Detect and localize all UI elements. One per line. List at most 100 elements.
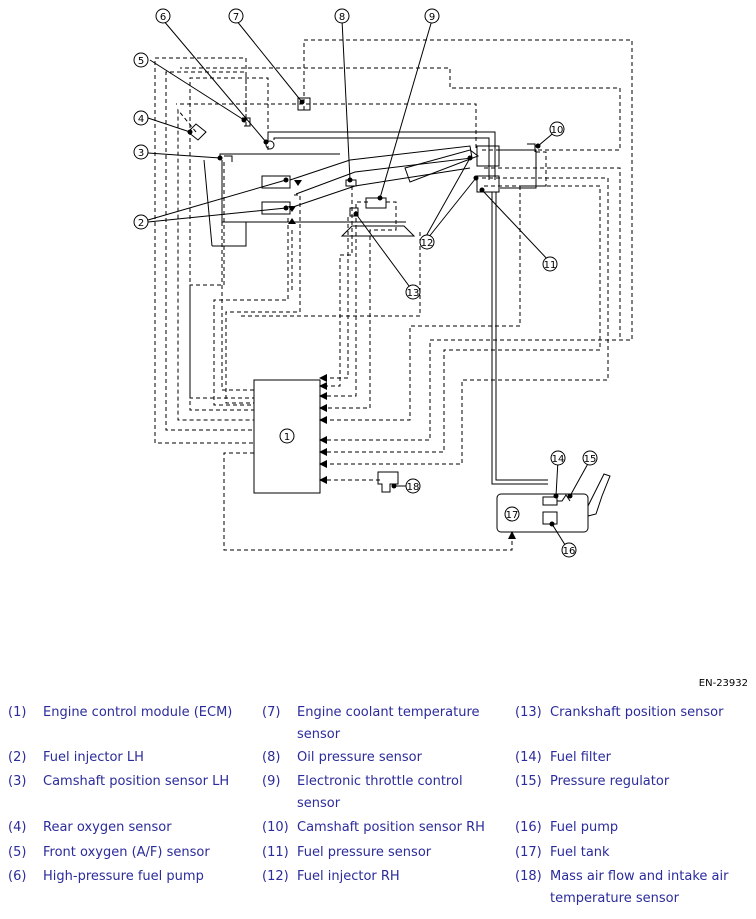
callouts: 1 2 3 4 5 6 7 8 9 10 11 12 13 14 15 16 1… <box>133 8 598 558</box>
callout-9: 9 <box>424 8 440 24</box>
svg-text:6: 6 <box>160 12 166 23</box>
callout-1: 1 <box>279 428 295 444</box>
legend-item-14: (14) Fuel filter <box>515 747 750 769</box>
callout-7: 7 <box>228 8 244 24</box>
legend-item-9: (9) Electronic throttle control sensor <box>262 771 502 815</box>
legend-item-11: (11) Fuel pressure sensor <box>262 842 502 864</box>
legend-text: High-pressure fuel pump <box>43 869 204 884</box>
legend-text: Fuel injector RH <box>297 869 400 884</box>
legend-number: (13) <box>515 705 542 720</box>
legend-text: Engine coolant temperature sensor <box>297 705 480 742</box>
svg-text:16: 16 <box>563 546 576 557</box>
callout-11: 11 <box>542 256 558 272</box>
callout-8: 8 <box>334 8 350 24</box>
legend-text: Fuel pressure sensor <box>297 845 432 860</box>
legend-item-2: (2) Fuel injector LH <box>8 747 253 769</box>
legend-text: Front oxygen (A/F) sensor <box>43 845 210 860</box>
legend-text: Fuel injector LH <box>43 750 144 765</box>
svg-text:13: 13 <box>407 288 420 299</box>
engine-control-system-diagram: 1 2 3 4 5 6 7 8 9 10 11 12 13 14 15 16 1… <box>133 8 633 558</box>
svg-text:14: 14 <box>552 454 565 465</box>
callout-18: 18 <box>405 478 421 494</box>
svg-text:15: 15 <box>584 454 597 465</box>
callout-5: 5 <box>133 52 149 68</box>
legend-text: Rear oxygen sensor <box>43 820 172 835</box>
svg-text:8: 8 <box>339 12 345 23</box>
legend-number: (11) <box>262 845 289 860</box>
callout-4: 4 <box>133 110 149 126</box>
ecm-box <box>253 379 321 494</box>
svg-text:7: 7 <box>233 12 239 23</box>
svg-text:12: 12 <box>421 238 434 249</box>
legend-number: (15) <box>515 774 542 789</box>
legend-text: Camshaft position sensor LH <box>43 774 230 789</box>
legend: (1) Engine control module (ECM) (2) Fuel… <box>0 700 756 919</box>
figure-code: EN-23932 <box>698 678 748 689</box>
legend-number: (16) <box>515 820 542 835</box>
legend-text: Fuel pump <box>550 820 619 835</box>
legend-number: (18) <box>515 869 542 884</box>
legend-item-15: (15) Pressure regulator <box>515 771 750 793</box>
legend-text: Camshaft position sensor RH <box>297 820 485 835</box>
legend-text: Crankshaft position sensor <box>550 705 724 720</box>
callout-16: 16 <box>561 542 577 558</box>
legend-item-6: (6) High-pressure fuel pump <box>8 866 253 888</box>
legend-number: (7) <box>262 705 281 720</box>
legend-number: (9) <box>262 774 281 789</box>
svg-text:3: 3 <box>138 148 144 159</box>
signal-wires <box>154 39 633 551</box>
svg-text:17: 17 <box>506 510 519 521</box>
legend-text: Fuel filter <box>550 750 611 765</box>
legend-number: (8) <box>262 750 281 765</box>
callout-10: 10 <box>549 121 565 137</box>
callout-leaders <box>147 19 591 549</box>
legend-item-17: (17) Fuel tank <box>515 842 750 864</box>
legend-item-13: (13) Crankshaft position sensor <box>515 702 750 724</box>
legend-item-4: (4) Rear oxygen sensor <box>8 817 253 839</box>
callout-17: 17 <box>504 506 520 522</box>
callout-12: 12 <box>419 234 435 250</box>
fuel-tank-assembly <box>496 473 611 533</box>
engine-assembly <box>187 97 548 485</box>
legend-item-8: (8) Oil pressure sensor <box>262 747 502 769</box>
legend-text: Fuel tank <box>550 845 610 860</box>
callout-6: 6 <box>155 8 171 24</box>
legend-number: (10) <box>262 820 289 835</box>
maf-sensor <box>377 471 399 493</box>
callout-13: 13 <box>405 284 421 300</box>
legend-item-10: (10) Camshaft position sensor RH <box>262 817 502 839</box>
legend-number: (3) <box>8 774 27 789</box>
callout-15: 15 <box>582 450 598 466</box>
legend-number: (5) <box>8 845 27 860</box>
legend-number: (17) <box>515 845 542 860</box>
svg-text:11: 11 <box>544 260 557 271</box>
svg-text:10: 10 <box>551 125 564 136</box>
legend-item-1: (1) Engine control module (ECM) <box>8 702 253 724</box>
legend-text: Oil pressure sensor <box>297 750 422 765</box>
legend-item-3: (3) Camshaft position sensor LH <box>8 771 253 793</box>
legend-number: (4) <box>8 820 27 835</box>
svg-text:18: 18 <box>407 482 420 493</box>
svg-text:9: 9 <box>429 12 435 23</box>
legend-text: Engine control module (ECM) <box>43 705 233 720</box>
legend-item-18: (18) Mass air flow and intake air temper… <box>515 866 750 910</box>
legend-item-16: (16) Fuel pump <box>515 817 750 839</box>
callout-3: 3 <box>133 144 149 160</box>
legend-number: (2) <box>8 750 27 765</box>
legend-text: Mass air flow and intake air temperature… <box>550 869 729 906</box>
legend-number: (12) <box>262 869 289 884</box>
svg-text:5: 5 <box>138 56 144 67</box>
legend-text: Electronic throttle control sensor <box>297 774 463 811</box>
legend-item-7: (7) Engine coolant temperature sensor <box>262 702 502 746</box>
legend-number: (14) <box>515 750 542 765</box>
svg-text:4: 4 <box>138 114 144 125</box>
callout-dots <box>187 99 573 527</box>
legend-item-5: (5) Front oxygen (A/F) sensor <box>8 842 253 864</box>
callout-14: 14 <box>550 450 566 466</box>
legend-text: Pressure regulator <box>550 774 670 789</box>
svg-text:2: 2 <box>138 218 144 229</box>
ecm-input-arrows <box>288 180 302 224</box>
legend-item-12: (12) Fuel injector RH <box>262 866 502 888</box>
legend-number: (6) <box>8 869 27 884</box>
callout-2: 2 <box>133 214 149 230</box>
